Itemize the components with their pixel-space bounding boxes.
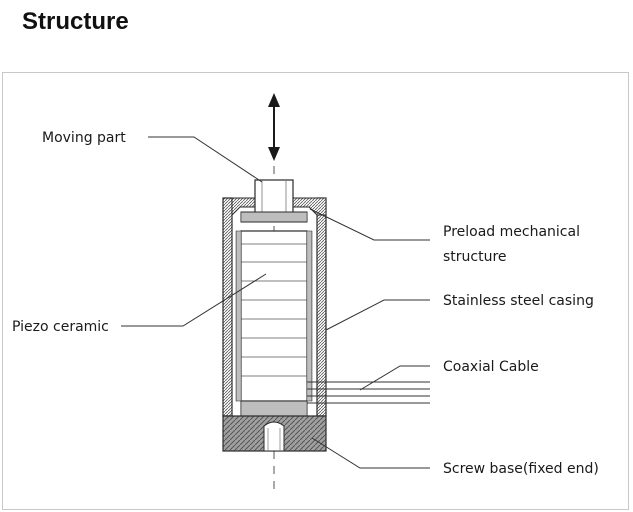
page-title: Structure xyxy=(22,8,129,35)
label-piezo: Piezo ceramic xyxy=(12,319,109,335)
label-preload-line2: structure xyxy=(443,249,507,265)
coaxial-cable xyxy=(307,381,430,404)
label-moving-part: Moving part xyxy=(42,130,126,146)
moving-part xyxy=(240,179,308,223)
label-preload-line1: Preload mechanical xyxy=(443,224,580,240)
leader-lines xyxy=(121,136,430,469)
screw-base xyxy=(222,415,327,452)
piezo-stack xyxy=(235,230,313,417)
label-base: Screw base(fixed end) xyxy=(443,461,599,477)
label-cable: Coaxial Cable xyxy=(443,359,539,375)
label-casing: Stainless steel casing xyxy=(443,293,594,309)
motion-arrow-icon xyxy=(268,93,280,161)
